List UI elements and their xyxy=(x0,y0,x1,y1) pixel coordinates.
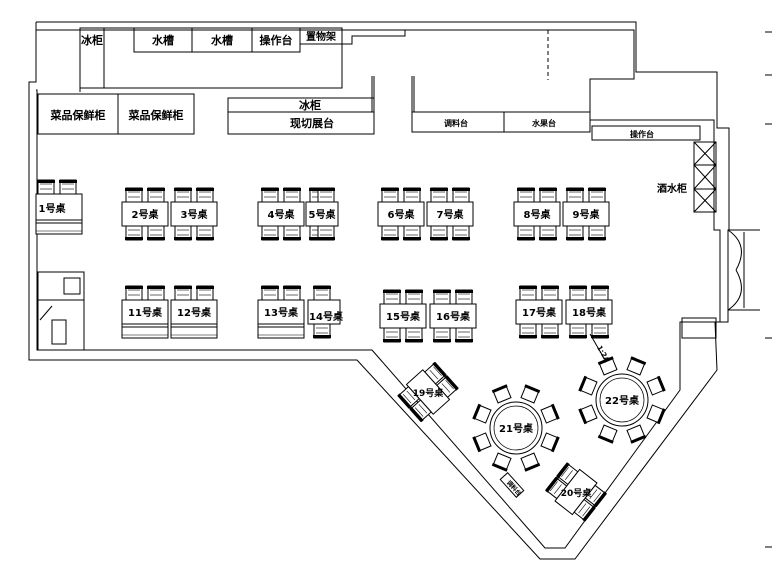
dining-table[interactable]: 9号桌 xyxy=(562,187,610,241)
dining-table[interactable]: 6号桌 xyxy=(377,187,425,241)
table-label: 19号桌 xyxy=(413,387,445,399)
fridge-2-label: 冰柜 xyxy=(299,98,321,112)
dining-table[interactable]: 2号桌 xyxy=(121,187,169,241)
table-label: 3号桌 xyxy=(181,208,208,221)
fridge-label: 冰柜 xyxy=(81,33,103,47)
dining-table[interactable]: 3号桌 xyxy=(170,187,218,241)
table-label: 7号桌 xyxy=(437,208,464,221)
table-label: 5号桌 xyxy=(309,208,336,221)
table-label: 12号桌 xyxy=(177,306,211,319)
dining-table[interactable]: 1号桌 xyxy=(35,179,83,235)
table-label: 8号桌 xyxy=(524,208,551,221)
counter-label: 操作台 xyxy=(630,129,654,139)
dining-table[interactable]: 7号桌 xyxy=(426,187,474,241)
shelf-label: 置物架 xyxy=(306,30,336,43)
table-label: 9号桌 xyxy=(573,208,600,221)
table-label: 16号桌 xyxy=(436,310,470,323)
dining-table[interactable]: 4号桌 xyxy=(257,187,305,241)
display-counter xyxy=(227,111,375,135)
fruit-counter xyxy=(503,111,591,133)
dining-table[interactable]: 14号桌 xyxy=(307,285,343,339)
dining-table[interactable]: 5号桌 xyxy=(305,187,339,241)
dining-table[interactable]: 15号桌 xyxy=(379,289,427,343)
dining-table[interactable]: 12号桌 xyxy=(170,285,218,339)
seasoning-counter-label: 调料台 xyxy=(444,118,468,128)
table-label: 4号桌 xyxy=(268,208,295,221)
table-label: 2号桌 xyxy=(132,208,159,221)
round-table[interactable]: 21号桌 xyxy=(472,384,560,472)
table-label: 15号桌 xyxy=(386,310,420,323)
round-table[interactable]: 22号桌 xyxy=(578,356,666,444)
table-label: 21号桌 xyxy=(499,422,533,435)
inner-wall xyxy=(36,29,721,549)
dining-table[interactable]: 11号桌 xyxy=(121,285,169,339)
veg-cabinet-2-label: 菜品保鲜柜 xyxy=(128,108,184,122)
counter xyxy=(591,125,701,141)
outer-wall xyxy=(28,21,730,560)
veg-cabinet-1-label: 菜品保鲜柜 xyxy=(50,108,106,122)
display-counter-label: 现切展台 xyxy=(290,116,334,130)
table-label: 18号桌 xyxy=(572,306,606,319)
dining-table[interactable]: 18号桌 xyxy=(565,285,613,339)
fruit-counter-label: 水果台 xyxy=(531,118,556,128)
dining-table[interactable]: 8号桌 xyxy=(513,187,561,241)
table-label: 13号桌 xyxy=(264,306,298,319)
veg-cabinet-2 xyxy=(117,93,195,135)
dining-table[interactable]: 16号桌 xyxy=(429,289,477,343)
table-label: 17号桌 xyxy=(522,306,556,319)
dining-table[interactable]: 19号桌 xyxy=(396,360,460,423)
dining-table[interactable]: 17号桌 xyxy=(515,285,563,339)
table-label: 20号桌 xyxy=(561,487,593,499)
sink-1-label: 水槽 xyxy=(152,33,174,47)
wine-cabinet xyxy=(693,141,717,213)
worktable-label: 操作台 xyxy=(260,33,293,47)
wine-cabinet-label: 酒水柜 xyxy=(657,182,687,195)
table-label: 11号桌 xyxy=(128,306,162,319)
table-label: 14号桌 xyxy=(309,310,343,323)
dining-table[interactable]: 20号桌 xyxy=(544,461,608,523)
table-label: 22号桌 xyxy=(605,394,639,407)
table-label: 1号桌 xyxy=(39,202,66,215)
table-label: 6号桌 xyxy=(388,208,415,221)
sink-2-label: 水槽 xyxy=(211,33,233,47)
dining-table[interactable]: 13号桌 xyxy=(257,285,305,339)
